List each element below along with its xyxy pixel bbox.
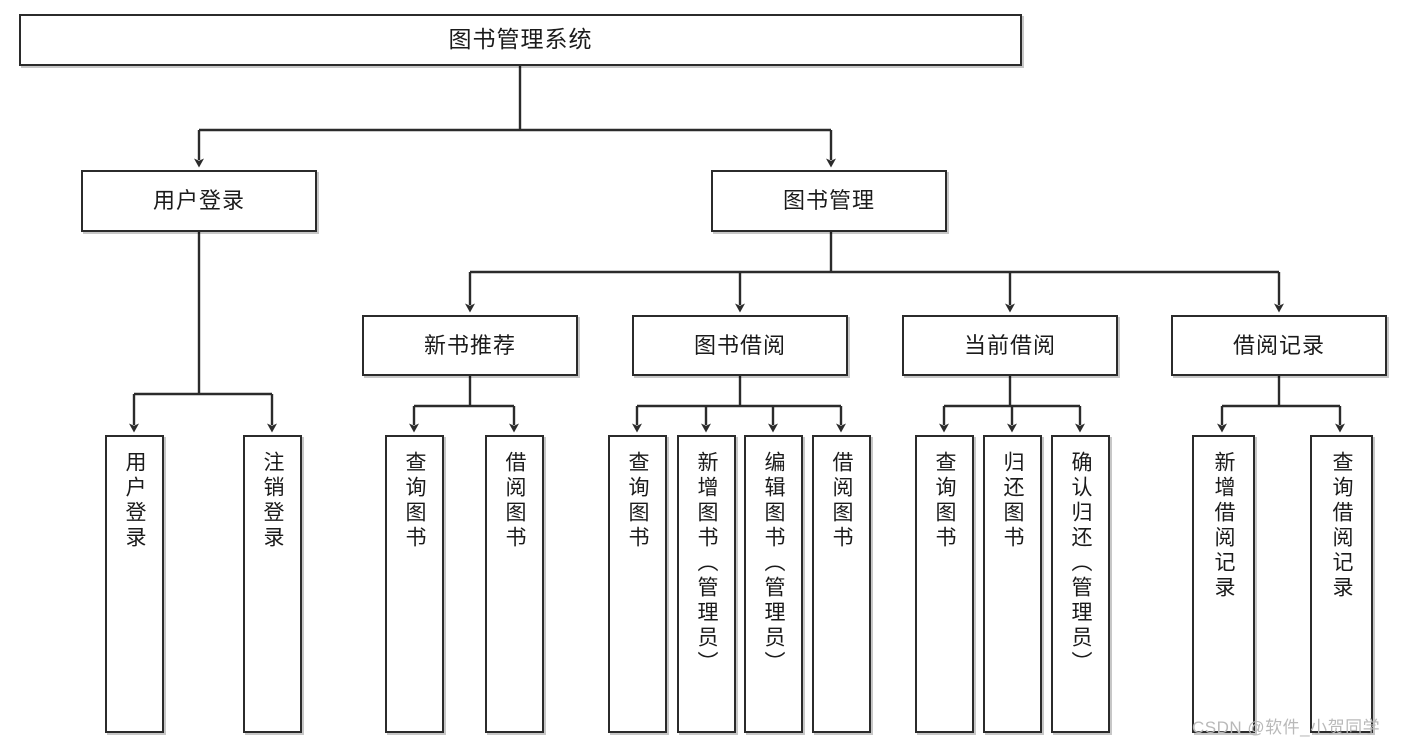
leaf-query-book-1[interactable]: 查询图书 [385, 435, 444, 733]
leaf-user-login[interactable]: 用户登录 [105, 435, 164, 733]
leaf-borrow-book-1-label: 借阅图书 [503, 451, 526, 551]
node-book-borrow-label: 图书借阅 [693, 332, 786, 358]
leaf-borrow-book-2-label: 借阅图书 [830, 451, 853, 551]
leaf-return-book-label: 归还图书 [1001, 451, 1024, 551]
leaf-query-record[interactable]: 查询借阅记录 [1310, 435, 1373, 733]
node-current-borrow-label: 当前借阅 [963, 332, 1056, 358]
leaf-user-login-label: 用户登录 [123, 451, 146, 551]
leaf-query-book-1-label: 查询图书 [403, 451, 426, 551]
leaf-borrow-book-1[interactable]: 借阅图书 [485, 435, 544, 733]
leaf-query-book-2[interactable]: 查询图书 [608, 435, 667, 733]
node-root-label: 图书管理系统 [448, 26, 593, 53]
node-borrow-record-label: 借阅记录 [1232, 332, 1325, 358]
node-book-borrow[interactable]: 图书借阅 [632, 315, 848, 376]
csdn-watermark: CSDN @软件_小贺同学 [1192, 718, 1381, 737]
node-borrow-record[interactable]: 借阅记录 [1171, 315, 1387, 376]
node-user-login-label: 用户登录 [152, 188, 245, 214]
node-new-book-recommend[interactable]: 新书推荐 [362, 315, 578, 376]
leaf-query-book-3-label: 查询图书 [933, 451, 956, 551]
leaf-confirm-return-label: 确认归还（管理员） [1069, 451, 1092, 676]
leaf-query-book-2-label: 查询图书 [626, 451, 649, 551]
node-root[interactable]: 图书管理系统 [19, 14, 1022, 66]
leaf-query-book-3[interactable]: 查询图书 [915, 435, 974, 733]
leaf-user-logout-label: 注销登录 [261, 451, 284, 551]
leaf-edit-book-label: 编辑图书（管理员） [762, 451, 785, 676]
leaf-user-logout[interactable]: 注销登录 [243, 435, 302, 733]
leaf-edit-book[interactable]: 编辑图书（管理员） [744, 435, 803, 733]
node-book-manage[interactable]: 图书管理 [711, 170, 947, 232]
leaf-query-record-label: 查询借阅记录 [1330, 451, 1353, 601]
leaf-return-book[interactable]: 归还图书 [983, 435, 1042, 733]
leaf-add-book-label: 新增图书（管理员） [695, 451, 718, 676]
node-book-manage-label: 图书管理 [782, 188, 875, 214]
leaf-add-record-label: 新增借阅记录 [1212, 451, 1235, 601]
leaf-add-record[interactable]: 新增借阅记录 [1192, 435, 1255, 733]
leaf-borrow-book-2[interactable]: 借阅图书 [812, 435, 871, 733]
node-current-borrow[interactable]: 当前借阅 [902, 315, 1118, 376]
leaf-add-book[interactable]: 新增图书（管理员） [677, 435, 736, 733]
leaf-confirm-return[interactable]: 确认归还（管理员） [1051, 435, 1110, 733]
node-new-book-recommend-label: 新书推荐 [423, 332, 516, 358]
node-user-login[interactable]: 用户登录 [81, 170, 317, 232]
